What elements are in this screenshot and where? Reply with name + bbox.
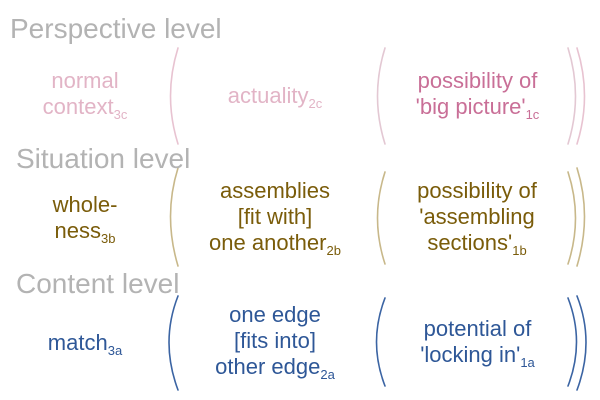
content-term-2a-line2: [fits into]	[234, 328, 316, 353]
content-term-1a-sub: 1a	[520, 355, 535, 370]
situation-inner-open-bracket	[376, 171, 386, 265]
situation-term-1b: possibility of 'assembling sections'1b	[392, 178, 562, 258]
content-term-3a-last: match	[47, 330, 108, 355]
situation-term-3b-line1: whole-	[52, 192, 118, 217]
perspective-term-3c-sub: 3c	[113, 107, 128, 122]
perspective-term-1c: possibility of 'big picture'1c	[395, 68, 560, 122]
situation-term-2b-sub: 2b	[326, 243, 341, 258]
content-outer-close-bracket	[576, 295, 587, 391]
content-term-2a: one edge [fits into] other edge2a	[185, 302, 365, 382]
perspective-outer-open-bracket	[169, 47, 179, 145]
perspective-term-1c-sub: 1c	[525, 107, 540, 122]
perspective-term-3c-last: context	[42, 94, 114, 119]
perspective-inner-close-bracket	[567, 47, 577, 145]
content-term-2a-last: other edge	[215, 354, 321, 379]
situation-term-3b-sub: 3b	[101, 231, 116, 246]
content-term-1a-last: 'locking in'	[420, 342, 521, 367]
situation-outer-close-bracket	[576, 167, 586, 267]
situation-term-2b-line2: [fit with]	[237, 204, 313, 229]
situation-term-2b: assemblies [fit with] one another2b	[185, 178, 365, 258]
situation-term-1b-last: sections'	[427, 230, 513, 255]
situation-term-1b-line1: possibility of	[417, 178, 537, 203]
situation-level-title: Situation level	[16, 143, 191, 174]
perspective-inner-open-bracket	[376, 47, 386, 145]
situation-inner-close-bracket	[567, 171, 577, 265]
situation-term-2b-line1: assemblies	[219, 178, 331, 203]
content-inner-close-bracket	[567, 297, 578, 387]
perspective-level-title: Perspective level	[10, 13, 222, 44]
perspective-term-1c-last: 'big picture'	[415, 94, 526, 119]
perspective-term-2c-last: actuality	[227, 83, 309, 108]
perspective-outer-close-bracket	[576, 47, 586, 145]
perspective-term-3c-line1: normal	[51, 68, 119, 93]
content-term-1a: potential of 'locking in'1a	[395, 316, 560, 370]
content-term-2a-line1: one edge	[229, 302, 321, 327]
perspective-term-2c-sub: 2c	[308, 96, 323, 111]
content-term-3a: match3a	[25, 330, 145, 358]
content-term-3a-sub: 3a	[107, 343, 123, 358]
content-outer-open-bracket	[168, 295, 179, 391]
situation-term-3b-last: ness	[54, 218, 101, 243]
situation-term-3b: whole- ness3b	[30, 192, 140, 246]
content-term-2a-sub: 2a	[320, 367, 335, 382]
situation-term-1b-line2: 'assembling	[419, 204, 535, 229]
situation-term-1b-sub: 1b	[512, 243, 527, 258]
content-inner-open-bracket	[375, 297, 386, 387]
content-term-1a-line1: potential of	[423, 316, 532, 341]
perspective-term-3c: normal context3c	[30, 68, 140, 122]
perspective-term-2c: actuality2c	[195, 83, 355, 111]
situation-term-2b-last: one another	[209, 230, 327, 255]
content-level-title: Content level	[16, 268, 180, 299]
situation-outer-open-bracket	[169, 167, 179, 267]
perspective-term-1c-line1: possibility of	[417, 68, 538, 93]
